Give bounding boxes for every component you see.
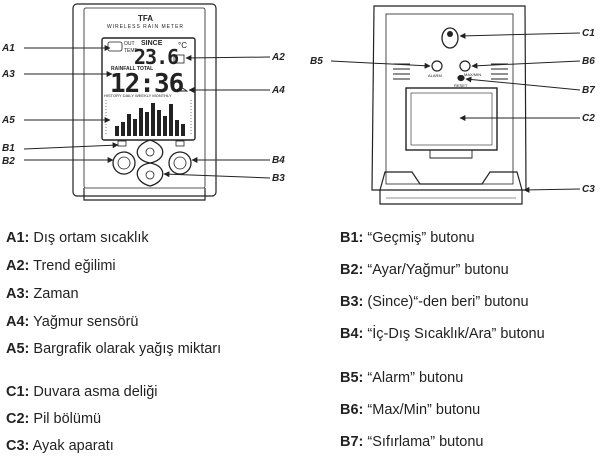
legend-code: C1:: [6, 384, 30, 400]
since-button-shape: [136, 162, 164, 187]
callout-c2: C2: [582, 113, 595, 124]
legend-item-c3: C3: Ayak aparatı: [6, 438, 114, 455]
legend-text: Duvara asma deliği: [33, 384, 158, 400]
legend-text: Yağmur sensörü: [33, 314, 139, 330]
legend-item-b6: B6: “Max/Min” butonu: [340, 402, 480, 419]
legend-code: C2:: [6, 411, 30, 427]
legend-item-a2: A2: Trend eğilimi: [6, 258, 116, 275]
legend-text: Dış ortam sıcaklık: [33, 230, 149, 246]
legend-item-c1: C1: Duvara asma deliği: [6, 384, 158, 401]
alarm-button-shape: [431, 60, 443, 72]
legend-text: “Geçmiş” butonu: [367, 230, 475, 246]
legend-text: “Max/Min” butonu: [367, 402, 481, 418]
legend-text: Trend eğilimi: [33, 258, 116, 274]
maxmin-button-shape: [459, 60, 471, 72]
callout-a5: A5: [2, 115, 15, 126]
callout-c3: C3: [582, 184, 595, 195]
legend-code: A4:: [6, 314, 30, 330]
legend-text: Bargrafik olarak yağış miktarı: [33, 341, 222, 357]
legend-text: Pil bölümü: [33, 411, 102, 427]
rain-sensor-icon: [173, 86, 189, 92]
legend-text: “İç-Dış Sıcaklık/Ara” butonu: [367, 326, 545, 342]
battery-compartment: [405, 87, 498, 151]
lcd-since-label: SINCE: [141, 40, 163, 47]
legend-item-a5: A5: Bargrafik olarak yağış miktarı: [6, 341, 221, 358]
callout-b4: B4: [272, 155, 285, 166]
legend-text: “Sıfırlama” butonu: [367, 434, 484, 450]
legend-item-b1: B1: “Geçmiş” butonu: [340, 230, 475, 247]
legend-code: A2:: [6, 258, 30, 274]
vent-slots-right: [491, 63, 508, 80]
legend-item-b4: B4: “İç-Dış Sıcaklık/Ara” butonu: [340, 326, 545, 343]
callout-b3: B3: [272, 173, 285, 184]
legend-item-b3: B3: (Since)“-den beri” butonu: [340, 294, 529, 311]
lcd-temperature: 23.6: [134, 45, 179, 69]
legend-code: B4:: [340, 326, 364, 342]
lcd-time: 12:36: [110, 69, 184, 99]
legend-item-c2: C2: Pil bölümü: [6, 411, 101, 428]
lcd-out-label: OUT: [124, 41, 135, 47]
legend-text: Zaman: [33, 286, 79, 302]
legend-item-a4: A4: Yağmur sensörü: [6, 314, 138, 331]
legend-text: “Alarm” butonu: [367, 370, 464, 386]
legend-text: (Since)“-den beri” butonu: [367, 294, 529, 310]
in-out-button-shape: [168, 151, 192, 175]
legend-item-b7: B7: “Sıfırlama” butonu: [340, 434, 483, 451]
legend-code: A3:: [6, 286, 30, 302]
legend-code: B1:: [340, 230, 364, 246]
legend-code: A1:: [6, 230, 30, 246]
callout-a2: A2: [272, 52, 285, 63]
legend-code: B3:: [340, 294, 364, 310]
legend-code: B7:: [340, 434, 364, 450]
lcd-period-tabs: HISTORY DAILY WEEKLY MONTHLY: [104, 93, 172, 98]
legend-text: Ayak aparatı: [32, 438, 114, 454]
callout-b2: B2: [2, 156, 15, 167]
legend-item-a3: A3: Zaman: [6, 286, 79, 303]
rear-maxmin-label: MAX/MIN: [464, 72, 482, 77]
rear-alarm-label: ALARM: [428, 73, 442, 78]
legend-code: A5:: [6, 341, 30, 357]
legend-code: B2:: [340, 262, 364, 278]
legend-code: B5:: [340, 370, 364, 386]
callout-a3: A3: [2, 69, 15, 80]
legend-item-b2: B2: “Ayar/Yağmur” butonu: [340, 262, 509, 279]
callout-b6: B6: [582, 56, 595, 67]
rear-reset-label: RESET: [454, 83, 468, 88]
callout-c1: C1: [582, 28, 595, 39]
outdoor-icon: [107, 41, 123, 52]
lcd-temp-label: TEMP: [124, 48, 138, 54]
front-bezel: [83, 7, 206, 189]
brand-logo: TFA: [137, 14, 154, 23]
callout-b5: B5: [310, 56, 323, 67]
leader-lines: [23, 32, 581, 193]
vent-slots-left: [393, 63, 410, 80]
set-rain-button-shape: [136, 139, 164, 164]
trend-icon: [173, 54, 185, 64]
front-housing: [72, 3, 217, 197]
front-base: [83, 188, 206, 201]
lcd-temp-unit: °C: [178, 41, 187, 50]
legend-item-b5: B5: “Alarm” butonu: [340, 370, 463, 387]
wall-hanging-hole: [441, 27, 459, 49]
legend-item-a1: A1: Dış ortam sıcaklık: [6, 230, 149, 247]
reset-button-shape: [457, 74, 465, 82]
model-name: WIRELESS RAIN METER: [106, 24, 185, 30]
callout-a1: A1: [2, 43, 15, 54]
stand: [379, 171, 523, 191]
legend-text: “Ayar/Yağmur” butonu: [367, 262, 509, 278]
callout-b1: B1: [2, 143, 15, 154]
rainfall-bargraph: [115, 103, 185, 136]
callout-b7: B7: [582, 85, 595, 96]
history-button-shape: [112, 151, 136, 175]
lcd-rainfall-label: RAINFALL TOTAL: [111, 66, 154, 72]
legend-code: B6:: [340, 402, 364, 418]
legend-code: C3:: [6, 438, 30, 454]
callout-a4: A4: [272, 85, 285, 96]
